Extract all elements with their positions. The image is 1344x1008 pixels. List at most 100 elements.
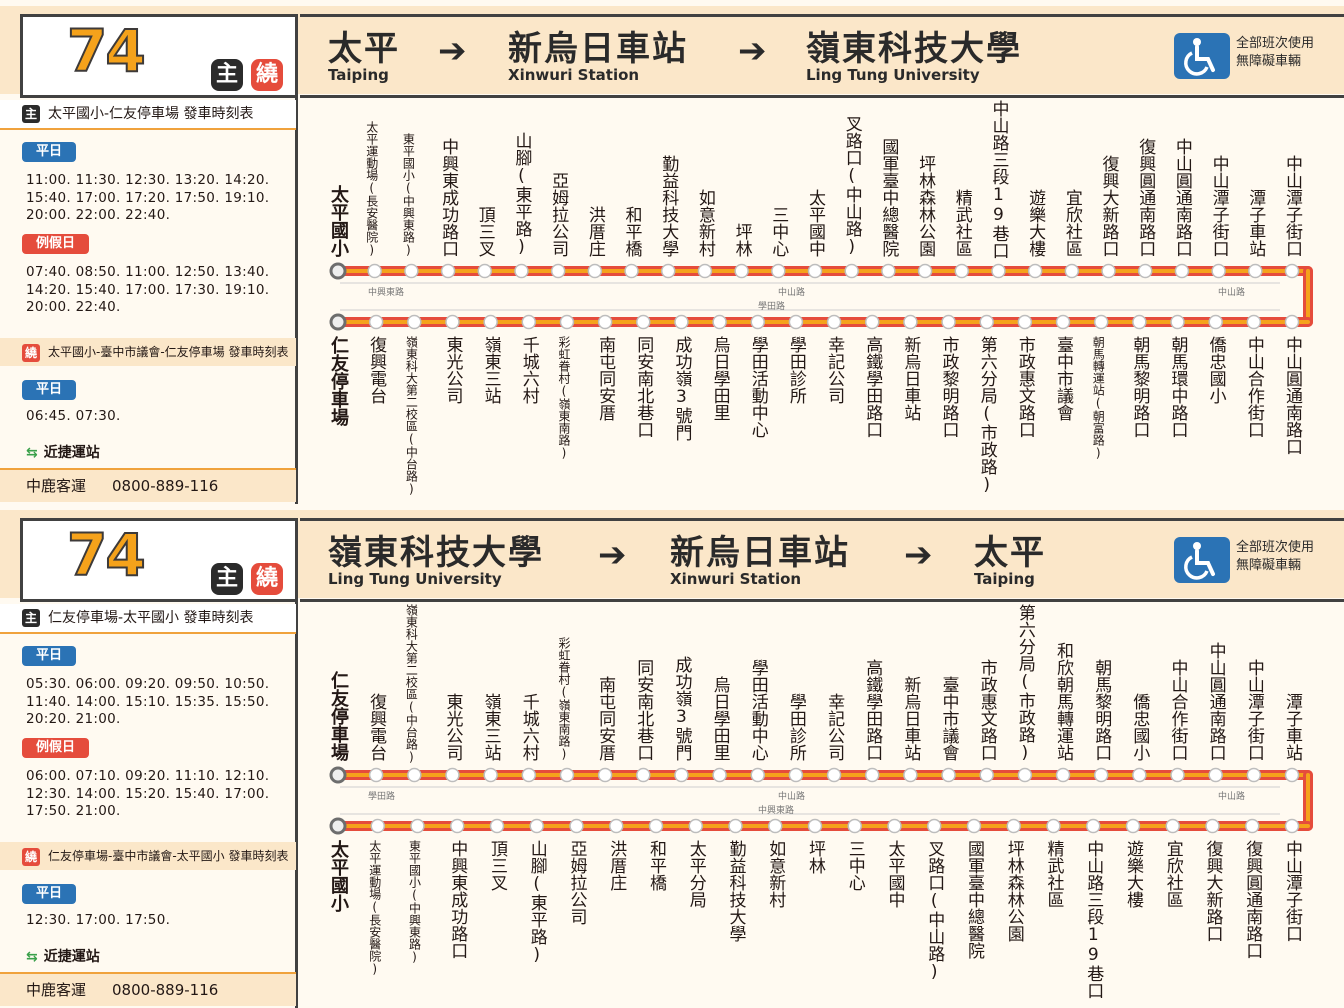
stop-label[interactable]: 僑忠國小 [1205,336,1226,404]
stop-marker[interactable] [624,263,639,279]
stop-label[interactable]: 叉路口(中山路) [924,840,945,982]
stop-label[interactable]: 洪厝庄 [584,206,605,257]
stop-marker[interactable] [483,767,498,783]
stop-label[interactable]: 幸記公司 [824,336,845,404]
stop-marker[interactable] [979,767,994,783]
stop-label[interactable]: 復興大新路口 [1202,840,1223,942]
stop-label[interactable]: 千城六村 [518,693,539,761]
stop-marker[interactable] [1046,818,1061,834]
stop-marker[interactable] [768,818,783,834]
stop-marker[interactable] [1093,767,1109,783]
stop-label[interactable]: 學田活動中心 [747,659,768,761]
stop-marker[interactable] [771,263,786,279]
stop-marker[interactable] [674,767,689,783]
stop-marker[interactable] [788,767,804,783]
stop-label[interactable]: 坪林 [805,840,825,874]
stop-label[interactable]: 復興電台 [366,336,387,404]
stop-label[interactable]: 復興圓通南路口 [1135,138,1156,257]
stop-marker[interactable] [712,767,727,783]
stop-marker[interactable] [559,314,575,330]
stop-marker[interactable] [1086,818,1101,834]
stop-label[interactable]: 千城六村 [518,336,539,404]
stop-label[interactable]: 復興電台 [366,693,387,761]
stop-label[interactable]: 第六分局(市政路) [1014,604,1035,763]
stop-marker[interactable] [1027,263,1043,279]
stop-marker[interactable] [529,818,544,834]
stop-label[interactable]: 成功嶺3號門 [671,656,692,761]
stop-label[interactable]: 太平國小 [328,840,349,912]
stop-label[interactable]: 坪林 [731,223,752,257]
stop-marker[interactable] [329,766,347,784]
stop-marker[interactable] [1284,314,1300,330]
stop-marker[interactable] [1205,818,1220,834]
stop-marker[interactable] [483,314,498,330]
stop-marker[interactable] [1137,263,1153,279]
stop-marker[interactable] [734,263,749,279]
stop-label[interactable]: 朝馬黎明路口 [1129,336,1150,438]
stop-label[interactable]: 朝馬黎明路口 [1091,659,1112,761]
stop-marker[interactable] [521,767,537,783]
stop-label[interactable]: 中山圓通南路口 [1171,138,1192,257]
stop-marker[interactable] [807,263,823,279]
stop-marker[interactable] [927,818,942,834]
stop-label[interactable]: 和平橋 [646,840,666,891]
stop-label[interactable]: 同安南北巷口 [633,659,654,761]
stop-marker[interactable] [1055,314,1071,330]
stop-label[interactable]: 中山潭子街口 [1282,840,1302,942]
stop-label[interactable]: 宜欣社區 [1162,840,1183,908]
stop-label[interactable]: 南屯同安厝 [595,676,616,761]
stop-marker[interactable] [1064,263,1080,279]
stop-label[interactable]: 成功嶺3號門 [671,336,692,441]
stop-marker[interactable] [1093,314,1109,330]
stop-label[interactable]: 復興圓通南路口 [1242,840,1263,959]
stop-label[interactable]: 中山合作街口 [1167,659,1188,761]
stop-label[interactable]: 中山路三段19巷口 [988,100,1009,259]
stop-marker[interactable] [1170,314,1185,330]
operator-phone[interactable]: 0800-889-116 [112,981,219,999]
stop-label[interactable]: 中山圓通南路口 [1282,336,1302,455]
stop-label[interactable]: 三中心 [768,206,789,257]
stop-marker[interactable] [477,263,493,279]
stop-marker[interactable] [329,262,347,280]
stop-marker[interactable] [559,767,575,783]
stop-marker[interactable] [450,818,465,834]
stop-marker[interactable] [368,767,384,783]
stop-marker[interactable] [367,263,382,279]
stop-label[interactable]: 太平運動場(長安醫院) [364,121,379,257]
stop-marker[interactable] [1170,767,1185,783]
stop-marker[interactable] [903,314,918,330]
stop-marker[interactable] [712,314,727,330]
stop-marker[interactable] [688,818,703,834]
stop-marker[interactable] [636,767,651,783]
stop-label[interactable]: 坪林森林公園 [1003,840,1024,942]
stop-marker[interactable] [407,767,422,783]
stop-marker[interactable] [1017,767,1033,783]
stop-label[interactable]: 太平運動場(長安醫院) [367,840,382,976]
stop-marker[interactable] [1055,767,1071,783]
stop-marker[interactable] [807,818,823,834]
stop-label[interactable]: 市政惠文路口 [976,659,997,761]
stop-label[interactable]: 和欣朝馬轉運站 [1053,642,1074,761]
stop-marker[interactable] [514,263,529,279]
stop-marker[interactable] [1165,818,1180,834]
stop-label[interactable]: 宜欣社區 [1061,189,1082,257]
stop-label[interactable]: 山腳(東平路) [511,132,532,257]
stop-label[interactable]: 東光公司 [442,693,463,761]
stop-marker[interactable] [788,314,804,330]
stop-marker[interactable] [1208,314,1223,330]
stop-label[interactable]: 新烏日車站 [900,336,921,421]
stop-label[interactable]: 新烏日車站 [900,676,921,761]
stop-label[interactable]: 如意新村 [694,189,715,257]
stop-marker[interactable] [489,818,505,834]
stop-marker[interactable] [1211,263,1226,279]
stop-marker[interactable] [941,767,956,783]
stop-label[interactable]: 勤益科技大學 [725,840,746,942]
stop-marker[interactable] [864,314,880,330]
stop-marker[interactable] [1284,767,1300,783]
stop-marker[interactable] [1245,818,1260,834]
stop-label[interactable]: 東平國小(中興東路) [401,133,416,257]
stop-marker[interactable] [1174,263,1190,279]
stop-marker[interactable] [660,263,676,279]
stop-marker[interactable] [636,314,651,330]
stop-label[interactable]: 臺中市議會 [1053,336,1074,421]
